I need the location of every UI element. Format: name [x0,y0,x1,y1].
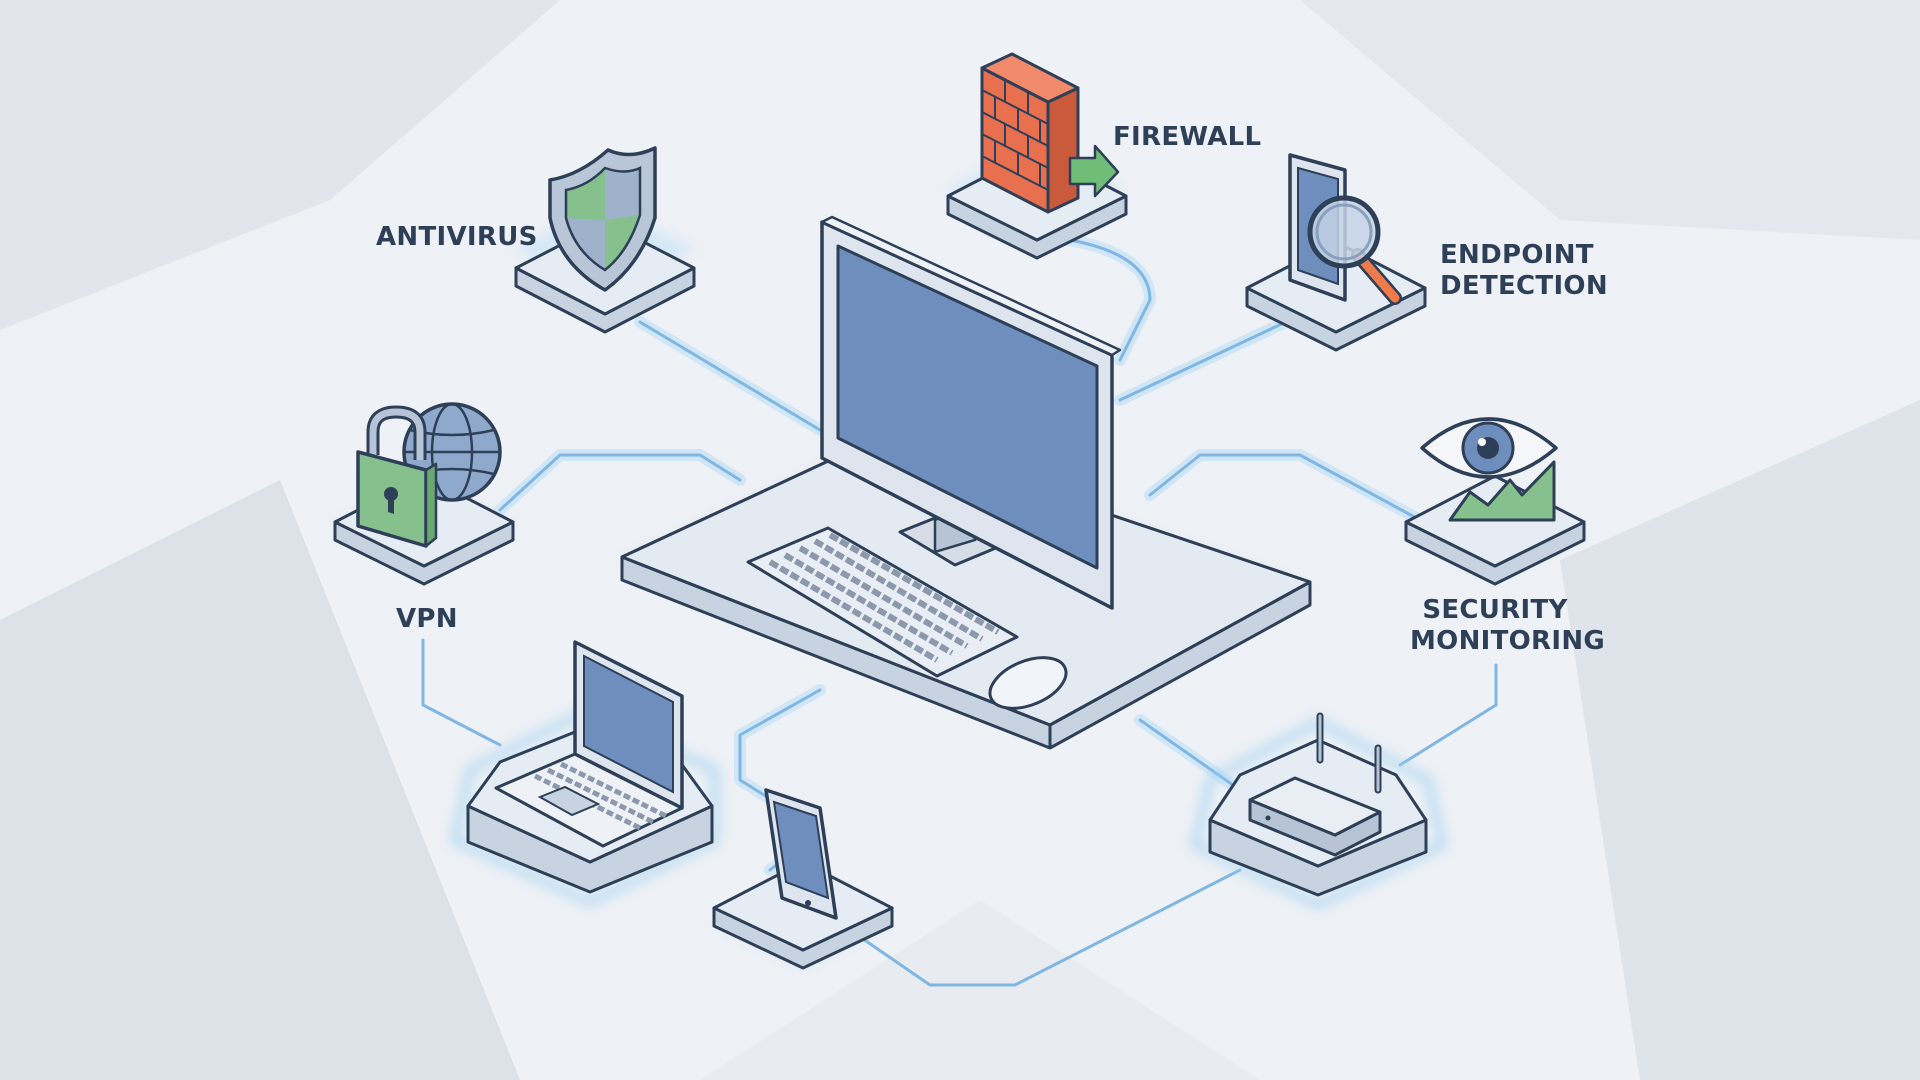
padlock-icon [356,405,438,548]
eye-icon [1420,417,1558,479]
endpoint-detection-label: ENDPOINT DETECTION [1440,240,1608,302]
firewall-label-text: FIREWALL [1113,122,1262,152]
antivirus-label: ANTIVIRUS [376,222,538,253]
magnifier-icon [1307,195,1402,305]
endpoint-label-line2: DETECTION [1440,271,1608,301]
antivirus-node[interactable] [514,146,696,334]
security-monitoring-label: SECURITY MONITORING [1410,595,1606,657]
mouse-icon [988,656,1068,710]
workstation-node[interactable] [620,215,1312,750]
firewall-node[interactable] [946,52,1128,260]
tablet-node[interactable] [712,788,894,970]
chart-icon [1448,460,1556,522]
keyboard-icon [746,526,1019,678]
monitoring-label-line2: MONITORING [1410,626,1606,656]
vpn-label: VPN [396,604,458,635]
antivirus-label-text: ANTIVIRUS [376,222,538,252]
vpn-node[interactable] [333,402,515,586]
security-monitoring-node[interactable] [1404,417,1586,586]
router-icon [1248,712,1382,857]
tablet-icon [764,788,838,920]
laptop-node[interactable] [449,640,720,908]
shield-icon [548,146,657,292]
laptop-icon [494,640,684,848]
monitoring-platform [1404,474,1586,586]
endpoint-detection-node[interactable] [1245,153,1427,352]
firewall-label: FIREWALL [1113,122,1261,153]
router-node[interactable] [1189,712,1448,911]
endpoint-label-line1: ENDPOINT [1440,240,1594,270]
vpn-label-text: VPN [396,604,458,634]
arrow-icon [1068,144,1120,198]
desktop-computer-icon [820,215,1122,610]
monitoring-label-line1: SECURITY [1422,595,1568,625]
